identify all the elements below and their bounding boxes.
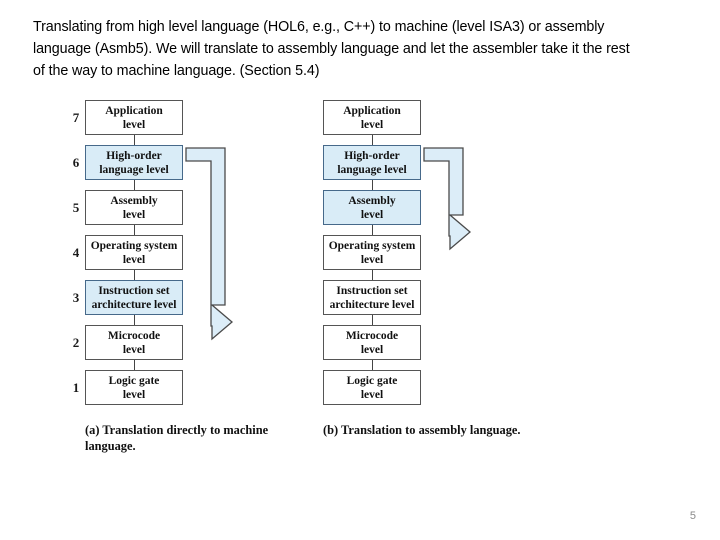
level-connector xyxy=(371,270,373,280)
caption-a-text: Translation directly to machine language… xyxy=(85,423,269,453)
page-number: 5 xyxy=(689,510,696,522)
level-number-6: 6 xyxy=(72,155,80,170)
level-box-line2: level xyxy=(122,388,146,401)
caption-b-text: Translation to assembly language. xyxy=(341,423,521,437)
level-box-line2: architecture level xyxy=(91,298,177,311)
level-number-2: 2 xyxy=(72,335,80,350)
level-box-line1: Operating system xyxy=(328,239,416,252)
level-box-line1: Application xyxy=(105,104,163,117)
level-box-line1: Application xyxy=(343,104,401,117)
level-box-line2: level xyxy=(122,208,146,221)
level-box-line1: Logic gate xyxy=(108,374,160,387)
level-box-line1: Logic gate xyxy=(346,374,398,387)
level-connector xyxy=(133,315,135,325)
caption-b-tag: (b) xyxy=(323,423,339,437)
level-box-line2: language level xyxy=(99,163,169,176)
level-box-line1: Instruction set xyxy=(98,284,170,297)
level-number-3: 3 xyxy=(72,290,80,305)
level-connector xyxy=(133,135,135,145)
level-box-line1: Microcode xyxy=(345,329,399,342)
level-box-line1: Instruction set xyxy=(336,284,408,297)
level-connector xyxy=(371,225,373,235)
level-box-line2: language level xyxy=(337,163,407,176)
level-box-line1: Microcode xyxy=(107,329,161,342)
level-box-line2: architecture level xyxy=(329,298,415,311)
level-box-line2: level xyxy=(360,343,384,356)
level-box-line1: Operating system xyxy=(90,239,178,252)
level-box-line1: Assembly xyxy=(348,194,396,207)
level-box-line1: High-order xyxy=(106,149,162,162)
level-box-line2: level xyxy=(360,388,384,401)
caption-b: (b) Translation to assembly language. xyxy=(323,422,538,438)
level-box-line2: level xyxy=(360,253,384,266)
caption-a-tag: (a) xyxy=(85,423,100,437)
intro-paragraph: Translating from high level language (HO… xyxy=(33,19,630,79)
level-number-7: 7 xyxy=(72,110,80,125)
level-box-line2: level xyxy=(360,208,384,221)
level-connector xyxy=(371,360,373,370)
level-connector xyxy=(133,270,135,280)
level-box-line2: level xyxy=(122,253,146,266)
level-number-1: 1 xyxy=(72,380,80,395)
level-connector xyxy=(371,180,373,190)
level-connector xyxy=(133,180,135,190)
level-number-4: 4 xyxy=(72,245,80,260)
level-box-line2: level xyxy=(122,343,146,356)
level-box-line2: level xyxy=(122,118,146,131)
level-connector xyxy=(133,360,135,370)
level-box-line1: High-order xyxy=(344,149,400,162)
caption-a: (a) Translation directly to machine lang… xyxy=(85,422,300,454)
level-connector xyxy=(371,315,373,325)
level-number-5: 5 xyxy=(72,200,80,215)
level-connector xyxy=(133,225,135,235)
level-box-line1: Assembly xyxy=(110,194,158,207)
level-box-line2: level xyxy=(360,118,384,131)
level-connector xyxy=(371,135,373,145)
